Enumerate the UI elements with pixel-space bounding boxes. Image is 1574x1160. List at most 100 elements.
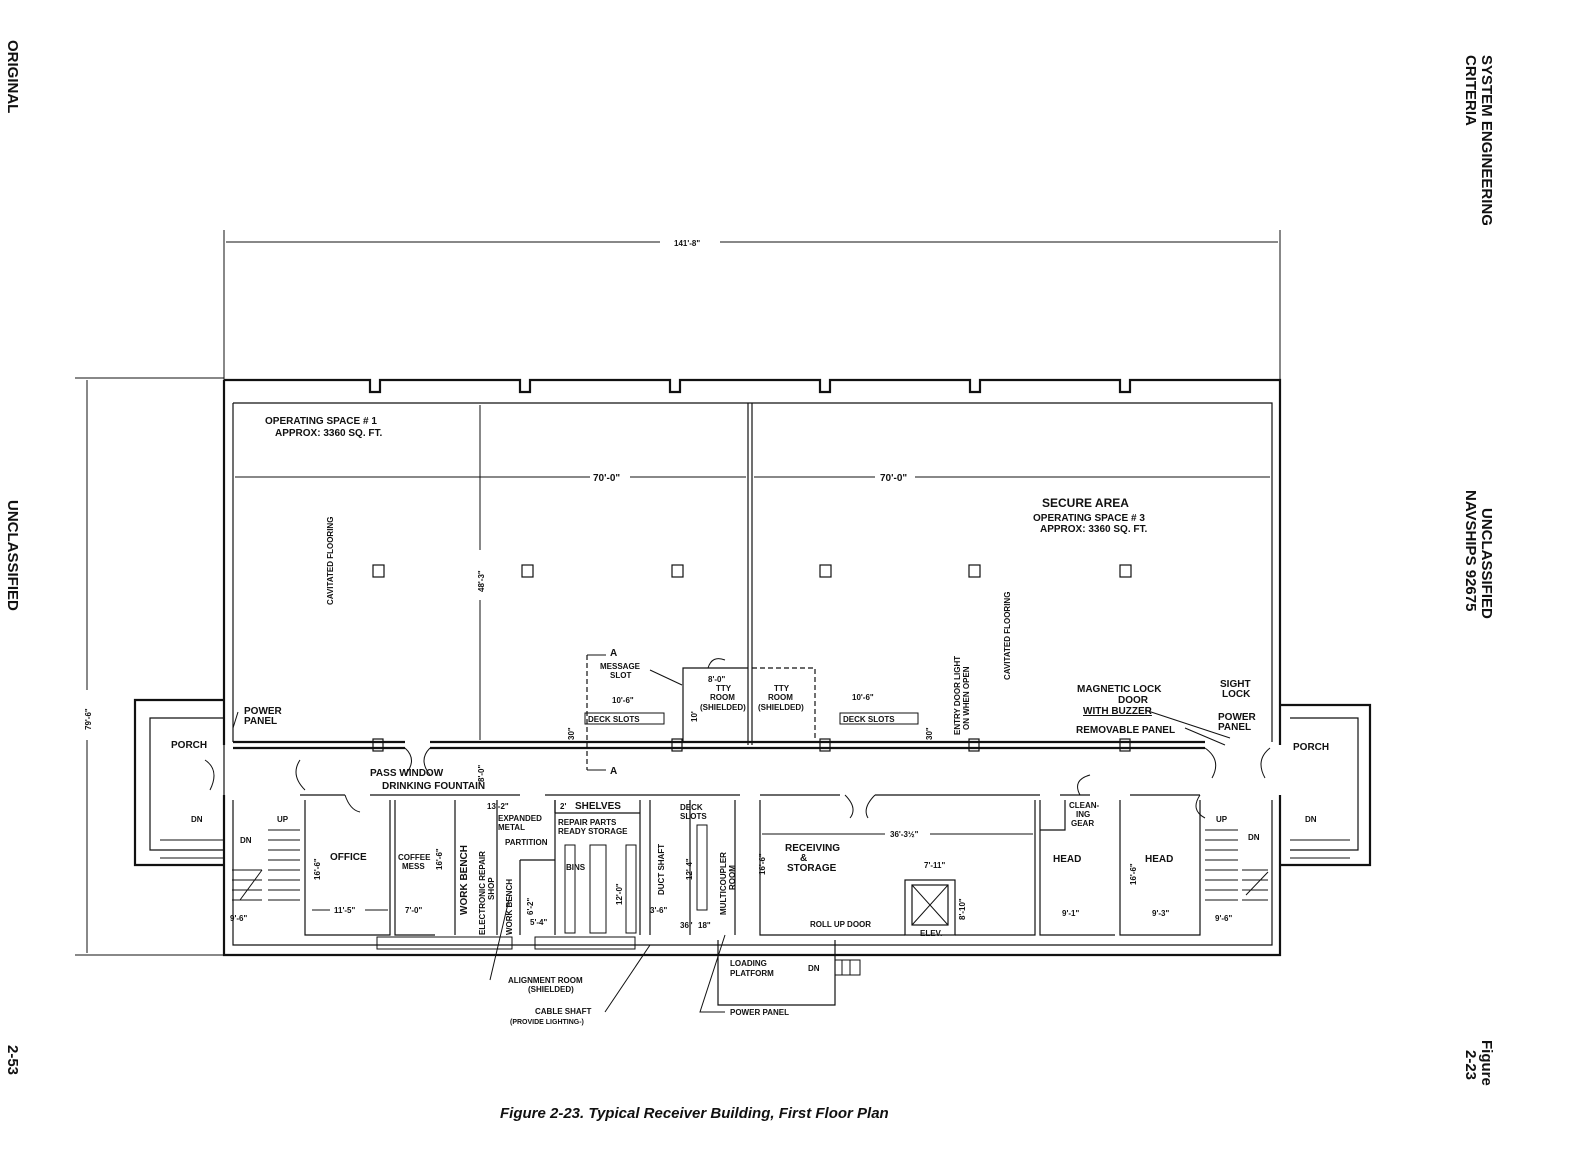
label-pass-window: PASS WINDOW [370, 768, 444, 779]
margin-classification: UNCLASSIFIED [4, 500, 21, 611]
margin-figure-label: Figure [1478, 1040, 1495, 1086]
label-message-slot-2: SLOT [610, 671, 631, 680]
dim-tty-depth: 10' [690, 711, 699, 722]
label-coffee-mess: COFFEE [398, 853, 431, 862]
label-head-2: HEAD [1145, 854, 1173, 865]
dim-head2-width: 9'-3" [1152, 909, 1169, 918]
label-magnetic-lock-3: WITH BUZZER [1083, 706, 1153, 717]
label-head-1: HEAD [1053, 854, 1081, 865]
margin-left: ORIGINAL UNCLASSIFIED 2-53 [4, 40, 21, 1075]
margin-classification-right: UNCLASSIFIED [1478, 508, 1495, 619]
label-tty-room-2b: ROOM [768, 693, 793, 702]
stairs-left [160, 829, 300, 901]
figure-caption: Figure 2-23. Typical Receiver Building, … [500, 1105, 889, 1122]
label-cavitated-flooring-2: CAVITATED FLOORING [1003, 592, 1012, 680]
label-cable-shaft: CABLE SHAFT [535, 1007, 592, 1016]
label-operating-space-1: OPERATING SPACE # 1 [265, 416, 377, 427]
label-expanded-metal: EXPANDED [498, 814, 542, 823]
dim-coffee-width: 7'-0" [405, 906, 422, 915]
label-loading-platform: LOADING [730, 959, 767, 968]
label-elevator: ELEV. [920, 929, 942, 938]
label-tty-room-2: TTY [774, 684, 790, 693]
margin-criteria-1: SYSTEM ENGINEERING [1478, 55, 1495, 226]
dim-op3-width: 70'-0" [880, 473, 907, 484]
section-marker-a: A [610, 648, 617, 659]
label-power-panel-right-2: PANEL [1218, 722, 1251, 733]
label-sight-lock-2: LOCK [1222, 689, 1251, 700]
dim-coffee-depth: 16'-6" [435, 848, 444, 870]
label-cavitated-flooring-1: CAVITATED FLOORING [326, 517, 335, 605]
dim-stair-right: 9'-6" [1215, 914, 1232, 923]
dim-storage-depth: 12'-0" [615, 883, 624, 905]
label-porch-right: PORCH [1293, 742, 1329, 753]
label-work-bench: WORK BENCH [459, 845, 470, 915]
label-cleaning-gear: CLEAN- [1069, 801, 1100, 810]
dim-head1-width: 9'-1" [1062, 909, 1079, 918]
label-duct-shaft: DUCT SHAFT [657, 844, 666, 895]
label-magnetic-lock-2: DOOR [1118, 695, 1149, 706]
dim-deck1: 10'-6" [612, 696, 634, 705]
dim-receiving-depth: 16'-6" [758, 853, 767, 875]
label-electronic-repair-shop-2: SHOP [487, 877, 496, 900]
label-secure-area: SECURE AREA [1042, 496, 1129, 510]
label-entry-door-light: ENTRY DOOR LIGHT [953, 656, 962, 735]
label-deck-slots-3b: SLOTS [680, 812, 707, 821]
label-expanded-metal-2: METAL [498, 823, 525, 832]
dim-multi-b: 18" [698, 921, 711, 930]
dim-tty-width: 8'-0" [708, 675, 725, 684]
label-repair-parts-2: READY STORAGE [558, 827, 628, 836]
label-receiving-storage-2: & [800, 853, 807, 864]
label-repair-parts: REPAIR PARTS [558, 818, 617, 827]
label-area-1: APPROX: 3360 SQ. FT. [275, 428, 382, 439]
interior-dimensions [235, 405, 1270, 911]
label-receiving-storage-3: STORAGE [787, 863, 837, 874]
dim-corridor: 8'-0" [477, 765, 486, 782]
label-operating-space-3: OPERATING SPACE # 3 [1033, 513, 1145, 524]
label-tty-room-1b: ROOM [710, 693, 735, 702]
label-cable-shaft-2: (PROVIDE LIGHTING-) [510, 1019, 584, 1026]
label-multicoupler-room-2: ROOM [728, 865, 737, 890]
label-alignment-room-2: (SHIELDED) [528, 985, 574, 994]
dim-multicoupler-depth: 12'-4" [685, 858, 694, 880]
label-coffee-mess-2: MESS [402, 862, 425, 871]
label-power-panel-left: POWER [244, 706, 283, 717]
page-number: 2-53 [4, 1045, 21, 1075]
label-cleaning-gear-3: GEAR [1071, 819, 1094, 828]
dim-head-depth: 16'-6" [1129, 863, 1138, 885]
section-marker-a2: A [610, 766, 617, 777]
dim-alignment-depth: 6'-2" [526, 898, 535, 915]
label-stair-up-left: UP [277, 815, 289, 824]
label-deck-slots-3: DECK [680, 803, 703, 812]
label-power-panel-bottom: POWER PANEL [730, 1008, 789, 1017]
dim-multi-a: 36" [680, 921, 693, 930]
label-alignment-room: ALIGNMENT ROOM [508, 976, 583, 985]
label-power-panel-right: POWER [1218, 712, 1257, 723]
label-porch-left: PORCH [171, 740, 207, 751]
label-shelves: SHELVES [575, 801, 621, 812]
label-area-3: APPROX: 3360 SQ. FT. [1040, 524, 1147, 535]
dim-shop-width: 13'-2" [487, 802, 509, 811]
label-multicoupler-room: MULTICOUPLER [719, 852, 728, 915]
label-magnetic-lock: MAGNETIC LOCK [1077, 684, 1162, 695]
label-tty-room-1: TTY [716, 684, 732, 693]
dim-deck2: 10'-6" [852, 693, 874, 702]
dim-overall-width: 141'-8" [674, 239, 700, 248]
label-loading-platform-2: PLATFORM [730, 969, 774, 978]
dim-deck-offset-1: 30" [567, 727, 576, 740]
label-loading-down: DN [808, 964, 820, 973]
label-porch-down-right: DN [1305, 815, 1317, 824]
dim-elevator-depth: 8'-10" [958, 898, 967, 920]
label-roll-up-door: ROLL UP DOOR [810, 920, 871, 929]
label-receiving-storage: RECEIVING [785, 843, 840, 854]
columns [372, 564, 1132, 752]
label-stair-down-left: DN [240, 836, 252, 845]
label-removable-panel: REMOVABLE PANEL [1076, 725, 1175, 736]
label-work-bench-2: WORK BENCH [505, 879, 514, 935]
label-drinking-fountain: DRINKING FOUNTAIN [382, 781, 485, 792]
overall-dimensions: 141'-8" 79'-6" [75, 230, 1281, 956]
label-deck-slots-1: DECK SLOTS [588, 715, 640, 724]
dim-overall-depth: 79'-6" [84, 708, 93, 730]
dim-deck-offset-2: 30" [925, 727, 934, 740]
label-message-slot: MESSAGE [600, 662, 641, 671]
